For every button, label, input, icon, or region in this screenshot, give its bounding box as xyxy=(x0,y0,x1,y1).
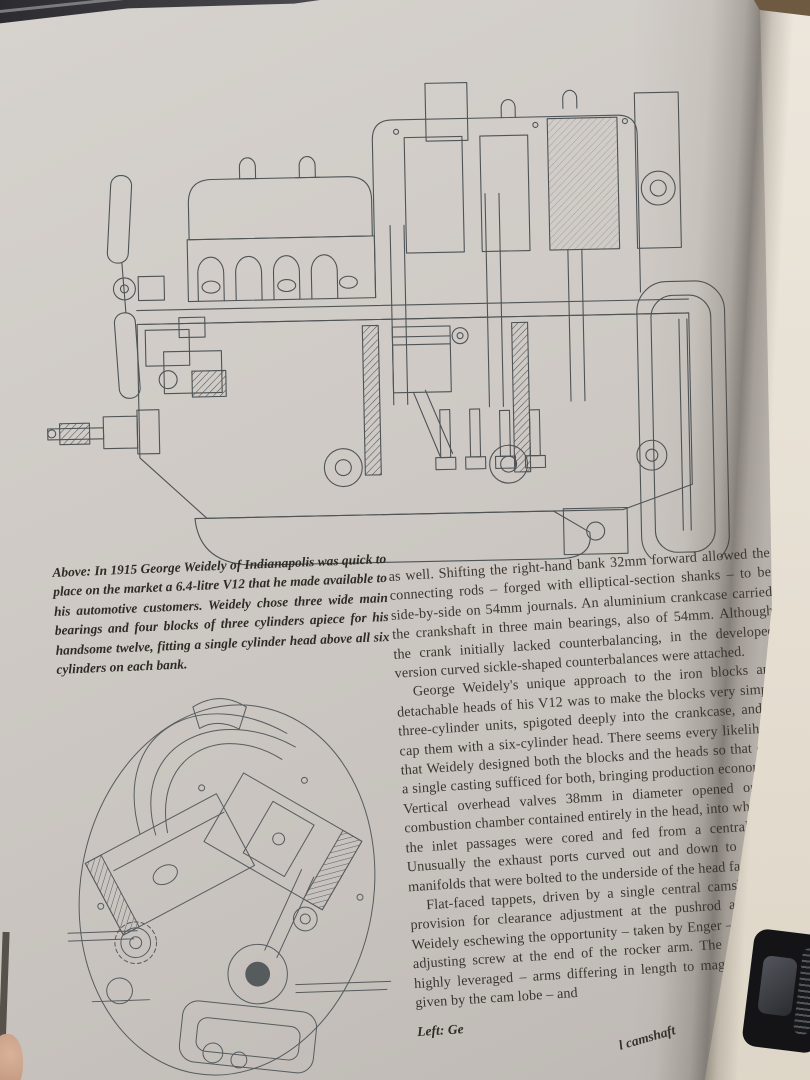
caption-above: Above: In 1915 George Weidely of Indiana… xyxy=(52,551,390,677)
black-device-core xyxy=(757,955,798,1017)
reader-finger xyxy=(0,1034,23,1080)
black-device-object xyxy=(741,927,810,1055)
engine-end-view-drawing xyxy=(67,698,392,1076)
paragraph-2: George Weidely's unique approach to the … xyxy=(396,661,789,895)
engine-side-cutaway-drawing xyxy=(47,81,730,567)
